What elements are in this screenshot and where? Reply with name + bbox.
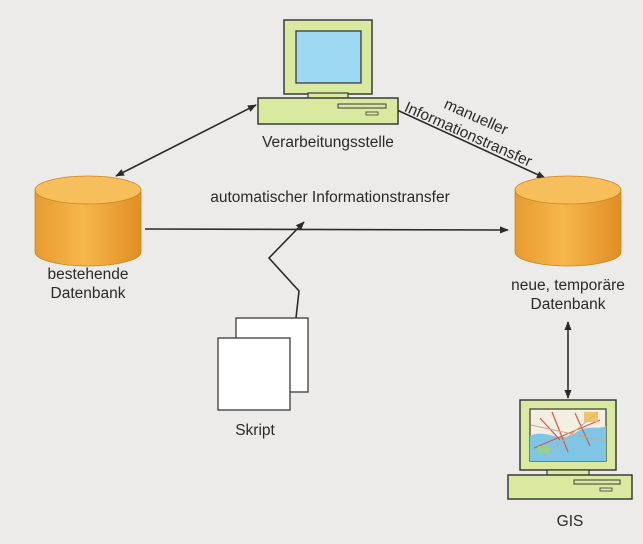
arrow-processing-existing-db bbox=[115, 104, 257, 177]
existing-db-label-line1: bestehende bbox=[47, 266, 129, 283]
new-db-label-line1: neue, temporäre bbox=[511, 277, 625, 294]
new-db-label: neue, temporäre Datenbank bbox=[498, 276, 638, 314]
database-cylinder-icon bbox=[514, 175, 622, 267]
stacked-pages-icon bbox=[217, 317, 309, 411]
existing-db-label: bestehende Datenbank bbox=[28, 265, 148, 303]
database-cylinder-icon bbox=[34, 175, 142, 267]
processing-label: Verarbeitungsstelle bbox=[262, 134, 394, 151]
existing-db-label-line2: Datenbank bbox=[50, 285, 126, 302]
gis-label: GIS bbox=[556, 513, 584, 530]
arrow-manual-transfer bbox=[396, 109, 546, 179]
arrow-script-to-transfer bbox=[267, 221, 305, 319]
computer-icon bbox=[507, 399, 633, 500]
automatic-transfer-label: automatischer Informationstransfer bbox=[210, 189, 450, 206]
new-db-label-line2: Datenbank bbox=[530, 296, 606, 313]
arrow-automatic-transfer bbox=[144, 226, 509, 234]
computer-icon bbox=[257, 19, 399, 125]
script-label: Skript bbox=[235, 422, 275, 439]
map-screen-icon bbox=[529, 408, 607, 462]
